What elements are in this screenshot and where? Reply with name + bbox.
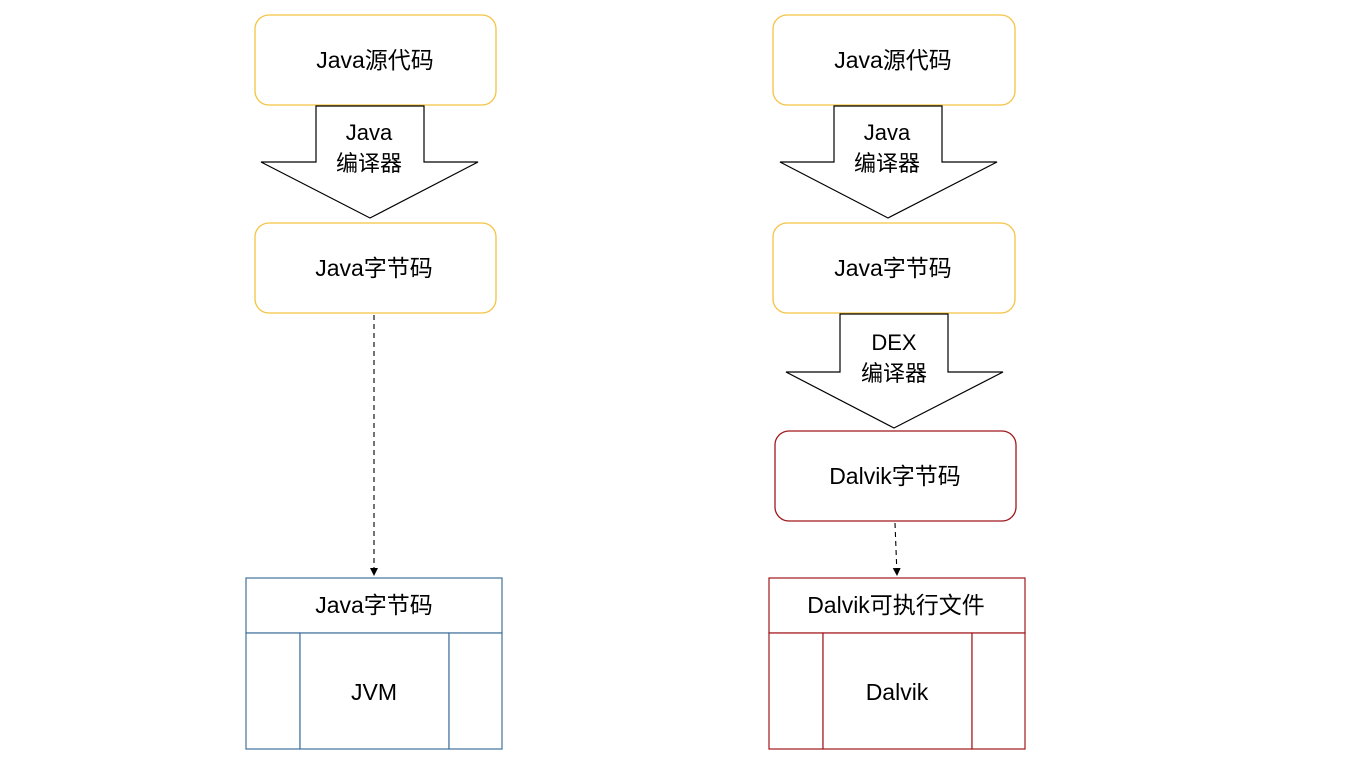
- left-runtime-header: [245, 577, 503, 634]
- right-compiler-arrow: Java 编译器: [779, 105, 998, 219]
- right-bytecode-node: Java字节码: [772, 222, 1016, 314]
- left-source-node: Java源代码: [254, 14, 497, 106]
- left-runtime-left-panel: [245, 632, 301, 750]
- right-runtime-left-panel: [768, 632, 824, 750]
- right-runtime-core: [822, 632, 973, 750]
- right-pipeline: Java源代码 Java 编译器 Java字节码 DEX 编译器 Dalvik字…: [768, 14, 1026, 750]
- left-compiler-arrow: Java 编译器: [260, 105, 479, 219]
- right-dex-label-1: DEX: [871, 330, 917, 355]
- right-bytecode-label: Java字节码: [834, 255, 952, 281]
- right-compiler-label-1: Java: [864, 120, 911, 145]
- left-compiler-label-2: 编译器: [336, 151, 402, 176]
- right-dashed-connector: [892, 522, 901, 576]
- left-source-label: Java源代码: [316, 47, 434, 73]
- left-runtime-core-label: JVM: [351, 679, 397, 705]
- right-runtime-header-label: Dalvik可执行文件: [807, 592, 985, 618]
- right-dex-label-2: 编译器: [861, 361, 927, 386]
- right-source-node: Java源代码: [772, 14, 1016, 106]
- left-runtime-core: [299, 632, 450, 750]
- right-runtime-right-panel: [971, 632, 1026, 750]
- right-compiler-label-2: 编译器: [854, 151, 920, 176]
- right-runtime-box: Dalvik可执行文件 Dalvik: [768, 577, 1026, 750]
- right-dalvik-bytecode-node: Dalvik字节码: [774, 430, 1017, 522]
- right-runtime-header: [768, 577, 1026, 634]
- left-compiler-label-1: Java: [346, 120, 393, 145]
- left-bytecode-node: Java字节码: [254, 222, 497, 314]
- right-source-label: Java源代码: [834, 47, 952, 73]
- left-runtime-header-label: Java字节码: [315, 592, 433, 618]
- left-runtime-right-panel: [448, 632, 503, 750]
- right-dex-arrow: DEX 编译器: [785, 313, 1004, 429]
- left-bytecode-label: Java字节码: [315, 255, 433, 281]
- left-pipeline: Java源代码 Java 编译器 Java字节码 Java字节码 JVM: [245, 14, 503, 750]
- left-runtime-box: Java字节码 JVM: [245, 577, 503, 750]
- right-dalvik-bytecode-label: Dalvik字节码: [829, 463, 961, 489]
- right-runtime-core-label: Dalvik: [866, 679, 929, 705]
